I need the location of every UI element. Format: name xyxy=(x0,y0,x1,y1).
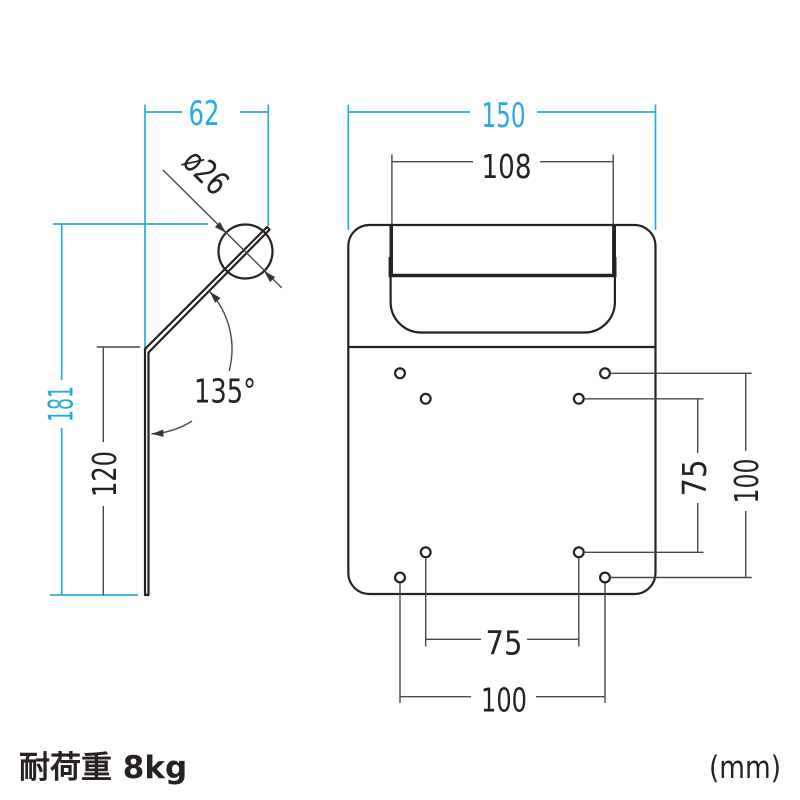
handle-slot xyxy=(389,226,616,334)
angle-arrow-lower xyxy=(151,429,164,437)
dim-height-120: 120 xyxy=(85,346,140,595)
hole-inner-bottom-right xyxy=(572,546,585,559)
hole-outer-top-right xyxy=(598,367,611,380)
bracket-side-profile xyxy=(143,225,271,597)
mounting-holes xyxy=(394,367,611,584)
dim-120-label: 120 xyxy=(85,451,124,497)
angle-arc-upper xyxy=(209,291,233,372)
dim-width-62: 62 xyxy=(144,94,270,348)
dim-100v-label: 100 xyxy=(727,459,766,504)
dim-height-181: 181 xyxy=(42,223,208,596)
load-capacity-label: 耐荷重 8kg xyxy=(19,750,187,786)
dim-62-label: 62 xyxy=(189,94,220,134)
dia-label: ø26 xyxy=(175,141,237,203)
dia-arrow-lower xyxy=(264,271,276,283)
hole-outer-bottom-left xyxy=(394,571,407,584)
dim-width-150: 150 xyxy=(347,96,657,230)
pole-circle xyxy=(217,223,274,280)
dim-75v-label: 75 xyxy=(675,460,714,497)
dim-181-label: 181 xyxy=(42,386,82,422)
hole-outer-top-left xyxy=(394,367,407,380)
front-view: 150 108 xyxy=(347,96,766,720)
dim-width-108: 108 xyxy=(391,147,614,224)
hook-bar-edge xyxy=(388,257,617,278)
bracket-front-plate xyxy=(347,223,657,596)
dim-150-label: 150 xyxy=(482,96,526,136)
dim-vertical-pitch: 75 100 xyxy=(584,372,766,579)
dim-horizontal-pitch: 75 100 xyxy=(399,558,606,720)
dia-arrow-upper xyxy=(214,221,226,233)
angle-arrow-upper xyxy=(209,291,221,303)
side-view: 62 181 120 ø26 xyxy=(42,94,283,597)
dim-108-label: 108 xyxy=(482,147,532,186)
hole-inner-top-right xyxy=(572,392,585,405)
dim-100h-label: 100 xyxy=(481,681,527,720)
dim-75h-label: 75 xyxy=(486,624,523,663)
dim-bend-angle: 135° xyxy=(151,291,256,437)
hole-inner-top-left xyxy=(419,392,432,405)
hole-outer-bottom-right xyxy=(598,571,611,584)
angle-label: 135° xyxy=(194,372,256,411)
hole-inner-bottom-left xyxy=(419,546,432,559)
units-label: (mm) xyxy=(709,750,781,786)
footer: 耐荷重 8kg (mm) xyxy=(19,750,781,786)
